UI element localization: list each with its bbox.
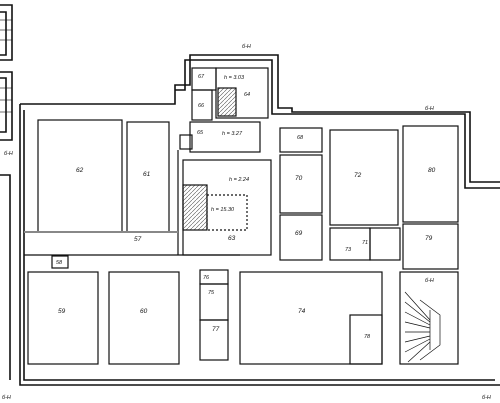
entry-steps — [0, 19, 12, 113]
room-74-walls — [239, 271, 383, 365]
room-57-label: 57 — [134, 236, 142, 243]
section-mark-5: б-H — [2, 395, 11, 401]
room-68-label: 68 — [297, 135, 304, 141]
room-70-label: 70 — [295, 175, 303, 182]
room-66-label: 66 — [198, 103, 205, 109]
room-74-label: 74 — [298, 308, 306, 315]
room-59-label: 59 — [58, 308, 66, 315]
room-64-label: 64 — [244, 92, 250, 98]
room-71-walls — [369, 227, 401, 261]
room-69-walls — [279, 214, 323, 261]
room-60-label: 60 — [140, 308, 148, 315]
spiral-stair — [404, 291, 441, 363]
room-61-label: 61 — [143, 171, 151, 178]
room-73-label: 73 — [345, 247, 352, 253]
room-62-walls — [37, 119, 123, 233]
section-mark-1: б-H — [242, 44, 251, 50]
section-marks: б-H б-H б-H б-H б-H б-H — [2, 44, 491, 401]
room-71-label: 71 — [362, 240, 368, 246]
room-72-label: 72 — [354, 172, 362, 179]
outer-walls — [0, 4, 500, 386]
stair-block-walls — [399, 271, 459, 365]
section-mark-6: б-H — [482, 395, 491, 401]
room-78-walls — [349, 314, 383, 365]
room-76-label: 76 — [203, 275, 210, 281]
room-80-label: 80 — [428, 167, 436, 174]
room-63-label: 63 — [228, 235, 236, 242]
room-75-label: 75 — [208, 290, 215, 296]
interior-walls — [24, 67, 459, 365]
room-58-label: 58 — [56, 260, 63, 266]
height-annotations: h = 3.03 h = 3.27 h = 2.24 h = 15.30 — [211, 75, 249, 213]
room-80-walls — [402, 125, 459, 223]
room-labels: 62 61 57 58 59 60 63 64 65 66 67 68 69 7… — [56, 74, 436, 340]
room-67-label: 67 — [198, 74, 205, 80]
room-79-label: 79 — [425, 235, 433, 242]
room-68-walls — [279, 127, 323, 153]
height-label-4: h = 15.30 — [211, 207, 235, 213]
section-mark-2: б-H — [4, 151, 13, 157]
height-label-1: h = 3.03 — [224, 75, 245, 81]
room-77-label: 77 — [212, 326, 220, 333]
room-70-walls — [279, 154, 323, 214]
section-mark-3: б-H — [425, 106, 434, 112]
room-72-walls — [329, 129, 399, 226]
room-79-walls — [402, 223, 459, 270]
room-62-label: 62 — [76, 167, 84, 174]
section-mark-4: б-H — [425, 278, 434, 284]
height-label-2: h = 3.27 — [222, 131, 243, 137]
room-69-label: 69 — [295, 230, 303, 237]
room-65-label: 65 — [197, 130, 204, 136]
room-59-walls — [27, 271, 99, 365]
room-60-walls — [108, 271, 180, 365]
room-78-label: 78 — [364, 334, 371, 340]
height-label-3: h = 2.24 — [229, 177, 249, 183]
